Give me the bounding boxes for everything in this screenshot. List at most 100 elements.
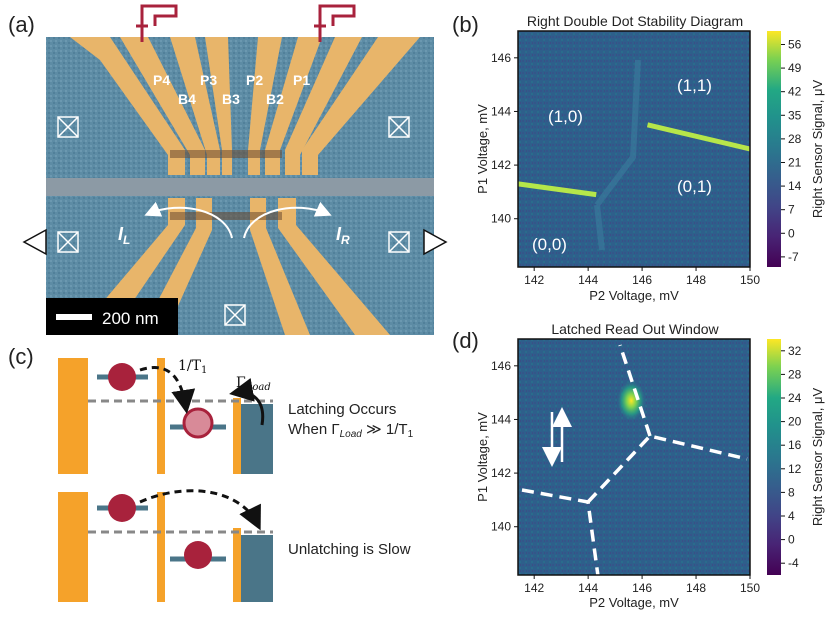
chart-b-colorbar-tick-label: 7 (788, 203, 795, 217)
chart-b-colorbar-tick-label: 49 (788, 61, 802, 75)
contact-icon-mid-right (388, 231, 410, 253)
tunnel-arrow-t1 (139, 366, 196, 414)
chart-b-colorbar-tick-label: 42 (788, 85, 802, 99)
chart-b-xlabel: P2 Voltage, mV (589, 288, 679, 303)
right-reservoir (241, 404, 273, 474)
amplifier-icon-right (423, 228, 448, 256)
rf-lead-icon-left (136, 4, 178, 42)
gate-label-b4: B4 (178, 91, 196, 107)
rate-load-label: ΓLoad (236, 375, 271, 393)
current-label-right: IR (336, 224, 350, 247)
chart-b-transition-line-1 (517, 181, 597, 198)
chart-d-colorbar-tick-label: 0 (788, 533, 795, 547)
chart-b-frame (517, 30, 751, 268)
sem-channel (46, 178, 434, 196)
chart-d-colorbar-tick-label: 28 (788, 367, 802, 381)
chart-d-colorbar-tick-label: -4 (788, 556, 799, 570)
panel-label-d: (d) (452, 328, 479, 353)
energy-diagram: 1/T1 ΓLoad Latching Occurs When ΓLoad ≫ … (58, 358, 414, 602)
middle-barrier-2 (157, 492, 165, 602)
right-reservoir-2 (241, 535, 273, 602)
current-arrow-left (144, 201, 233, 239)
chart-b-ytick-label: 140 (491, 212, 511, 226)
chart-d-xlabel: P2 Voltage, mV (589, 595, 679, 610)
chart-d-readout-arrows-icon (542, 407, 572, 467)
chart-b-region-01: (0,1) (677, 177, 712, 196)
chart-b-colorbar-tick-label: 14 (788, 179, 802, 193)
gate-label-p2: P2 (246, 72, 263, 88)
contact-icon-bottom (224, 304, 246, 326)
chart-d-ytick-label: 144 (491, 412, 511, 426)
electron-right-dot-hollow (182, 407, 214, 439)
chart-d-colorbar-tick-label: 20 (788, 415, 802, 429)
chart-d-ytick-label: 142 (491, 466, 511, 480)
electron-left-dot-2 (108, 494, 136, 522)
chart-b-colorbar-tick-label: -7 (788, 250, 799, 264)
chart-d-colorbar-label: Right Sensor Signal, μV (810, 388, 825, 527)
chart-d-colorbar-tick-label: 12 (788, 462, 802, 476)
electron-right-dot-2 (184, 541, 212, 569)
panel-label-a: (a) (8, 12, 35, 37)
sem-image: P4 P3 P2 P1 B4 B3 B2 IL IR 200 nm (22, 37, 448, 335)
unlatching-diagram: Unlatching is Slow (58, 489, 411, 602)
chart-d-ytick-label: 140 (491, 520, 511, 534)
chart-d-xtick-label: 142 (524, 581, 544, 595)
chart-d-hotspot (617, 380, 646, 421)
gate-shadows (170, 150, 282, 220)
chart-b-transition-line-2 (646, 122, 751, 152)
latch-text-line1: Latching Occurs (288, 401, 396, 418)
chart-b-colorbar-tick-label: 35 (788, 108, 802, 122)
chart-b-xtick-label: 144 (578, 273, 598, 287)
rf-lead-icon-right (314, 4, 356, 42)
chart-d-xtick-label: 148 (686, 581, 706, 595)
gate-label-p3: P3 (200, 72, 217, 88)
electron-left-dot (108, 363, 136, 391)
chart-d-colorbar-tick-label: 4 (788, 509, 795, 523)
left-reservoir-barrier-2 (58, 492, 88, 602)
chart-b-region-00: (0,0) (532, 235, 567, 254)
right-barrier-2 (233, 528, 241, 602)
gate-label-b2: B2 (266, 91, 284, 107)
rate-t1-label: 1/T1 (178, 358, 207, 376)
chart-d-title: Latched Read Out Window (551, 321, 719, 337)
chart-b-title: Right Double Dot Stability Diagram (527, 13, 743, 29)
ohmic-contacts (57, 116, 410, 326)
chart-b-xtick-label: 142 (524, 273, 544, 287)
slow-tunnel-arrow (139, 489, 261, 531)
scale-bar-label: 200 nm (102, 309, 159, 328)
right-barrier (233, 398, 241, 474)
chart-d-xtick-label: 146 (632, 581, 652, 595)
chart-d-colorbar-tick-label: 8 (788, 485, 795, 499)
chart-b-colorbar-tick-label: 28 (788, 132, 802, 146)
chart-b-ylabel: P1 Voltage, mV (475, 104, 490, 194)
chart-b-ytick-label: 146 (491, 51, 511, 65)
load-arrow (229, 378, 265, 426)
chart-d-ytick-label: 146 (491, 359, 511, 373)
chart-b-xtick-label: 148 (686, 273, 706, 287)
unlatch-text: Unlatching is Slow (288, 541, 411, 558)
chart-b-region-10: (1,0) (548, 107, 583, 126)
chart-b-colorbar-tick-label: 21 (788, 155, 802, 169)
scale-bar (56, 314, 92, 320)
current-label-left: IL (118, 224, 130, 247)
latching-diagram: 1/T1 ΓLoad Latching Occurs When ΓLoad ≫ … (58, 358, 414, 474)
chart-d-colorbar (767, 339, 781, 575)
latch-text-line2: When ΓLoad ≫ 1/T1 (288, 421, 414, 440)
chart-b-colorbar (767, 31, 781, 267)
chart-b-charge-boundaries (594, 59, 641, 251)
chart-b-xtick-label: 146 (632, 273, 652, 287)
chart-b-colorbar-label: Right Sensor Signal, μV (810, 80, 825, 219)
chart-b-xtick-label: 150 (740, 273, 760, 287)
contact-icon-top-right (388, 116, 410, 138)
chart-b-region-11: (1,1) (677, 76, 712, 95)
gate-label-p4: P4 (153, 72, 170, 88)
middle-barrier (157, 358, 165, 474)
chart-b-colorbar-tick-label: 56 (788, 37, 802, 51)
top-gates (70, 37, 420, 175)
panel-label-c: (c) (8, 344, 34, 369)
chart-d-frame (517, 338, 751, 576)
panel-label-b: (b) (452, 12, 479, 37)
contact-icon-top-left (57, 116, 79, 138)
